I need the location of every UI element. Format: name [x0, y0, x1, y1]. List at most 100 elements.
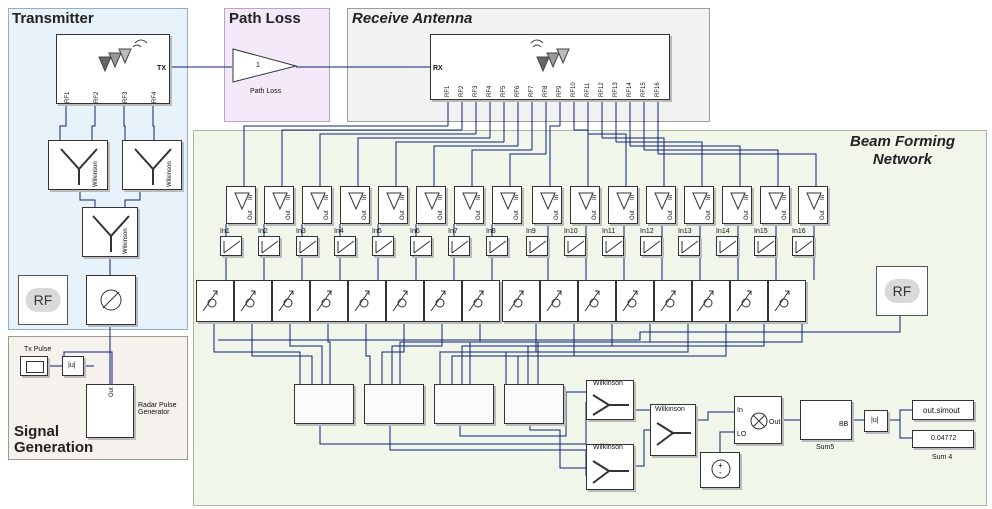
- lna-out-label: Out: [554, 210, 560, 220]
- tx-amplifier-block[interactable]: [86, 275, 136, 325]
- lna-block-5[interactable]: [378, 186, 408, 224]
- combiner-2[interactable]: [364, 384, 424, 424]
- phase-shifter-block-13[interactable]: [654, 280, 692, 322]
- phase-shifter-block-7[interactable]: [424, 280, 462, 322]
- phase-control-block-13[interactable]: [678, 236, 700, 256]
- phase-control-block-14[interactable]: [716, 236, 738, 256]
- phase-shifter-block-10[interactable]: [540, 280, 578, 322]
- combiner-4[interactable]: [504, 384, 564, 424]
- lna-in-label: In: [820, 194, 826, 200]
- wilkinson-bf-upper[interactable]: Wilkinson: [586, 380, 634, 420]
- lna-in-label: In: [706, 194, 712, 200]
- step-icon: [375, 240, 393, 254]
- wilkinson-tx-left[interactable]: Wilkinson: [48, 140, 108, 190]
- phase-control-block-6[interactable]: [410, 236, 432, 256]
- phase-shifter-block-11[interactable]: [578, 280, 616, 322]
- lna-icon: [272, 192, 288, 211]
- lna-block-4[interactable]: [340, 186, 370, 224]
- phase-shifter-block-4[interactable]: [310, 280, 348, 322]
- phase-control-block-16[interactable]: [792, 236, 814, 256]
- wilkinson-tx-right[interactable]: Wilkinson: [122, 140, 182, 190]
- phase-control-block-12[interactable]: [640, 236, 662, 256]
- lna-block-9[interactable]: [532, 186, 562, 224]
- step-icon: [643, 240, 661, 254]
- phase-control-block-11[interactable]: [602, 236, 624, 256]
- phase-shifter-block-12[interactable]: [616, 280, 654, 322]
- phase-shifter-block-5[interactable]: [348, 280, 386, 322]
- abs-label: |u|: [871, 417, 879, 424]
- lna-out-label: Out: [782, 210, 788, 220]
- lna-block-15[interactable]: [760, 186, 790, 224]
- phase-control-block-8[interactable]: [486, 236, 508, 256]
- rx-rf12-port: RF12: [599, 82, 605, 97]
- phase-control-block-1[interactable]: [220, 236, 242, 256]
- radar-pulse-generator[interactable]: Out: [86, 384, 134, 438]
- lna-block-13[interactable]: [684, 186, 714, 224]
- tx-rf4-port: RF4: [152, 91, 158, 103]
- lna-in-label: In: [476, 194, 482, 200]
- mixer-block[interactable]: In LO Out: [734, 396, 782, 444]
- phase-control-block-7[interactable]: [448, 236, 470, 256]
- path-loss-gain-block[interactable]: [232, 48, 298, 84]
- phase-control-block-2[interactable]: [258, 236, 280, 256]
- phase-shifter-block-6[interactable]: [386, 280, 424, 322]
- rx-rf14-port: RF14: [627, 82, 633, 97]
- lna-out-label: Out: [286, 210, 292, 220]
- combiner-3[interactable]: [434, 384, 494, 424]
- lna-block-8[interactable]: [492, 186, 522, 224]
- phase-control-block-5[interactable]: [372, 236, 394, 256]
- rf-config-block-bf[interactable]: RF: [876, 266, 928, 316]
- lo-source-block[interactable]: +-: [700, 452, 740, 488]
- phase-shifter-block-9[interactable]: [502, 280, 540, 322]
- in-port-label-14: In14: [716, 228, 730, 235]
- sum5-label: Sum5: [816, 444, 835, 451]
- wilkinson-bf-final[interactable]: Wilkinson: [650, 404, 696, 456]
- phase-shifter-block-14[interactable]: [692, 280, 730, 322]
- phase-shifter-block-16[interactable]: [768, 280, 806, 322]
- lna-block-2[interactable]: [264, 186, 294, 224]
- lna-block-12[interactable]: [646, 186, 676, 224]
- tx-rf2-port: RF2: [94, 91, 100, 103]
- lna-block-3[interactable]: [302, 186, 332, 224]
- path-loss-title: Path Loss: [229, 10, 301, 27]
- lna-out-label: Out: [820, 210, 826, 220]
- phase-control-block-15[interactable]: [754, 236, 776, 256]
- sum4-label: Sum 4: [932, 454, 953, 461]
- step-icon: [451, 240, 469, 254]
- svg-text:+: +: [718, 461, 723, 470]
- tx-pulse-scope[interactable]: [20, 356, 48, 376]
- phase-shifter-icon: [660, 290, 676, 312]
- combiner-1[interactable]: [294, 384, 354, 424]
- phase-shifter-icon: [354, 290, 370, 312]
- phase-shifter-block-1[interactable]: [196, 280, 234, 322]
- sum4-display[interactable]: 0.04772: [912, 430, 974, 448]
- phase-control-block-4[interactable]: [334, 236, 356, 256]
- phase-shifter-block-8[interactable]: [462, 280, 500, 322]
- phase-shifter-icon: [736, 290, 752, 312]
- sum5-block[interactable]: BB: [800, 400, 852, 440]
- lna-block-11[interactable]: [608, 186, 638, 224]
- rx-rf11-port: RF11: [585, 82, 591, 97]
- phase-shifter-block-3[interactable]: [272, 280, 310, 322]
- phase-control-block-9[interactable]: [526, 236, 548, 256]
- abs-block-bf[interactable]: |u|: [864, 410, 888, 432]
- phase-shifter-icon: [316, 290, 332, 312]
- abs-block-signal[interactable]: |u|: [62, 356, 84, 376]
- lna-block-14[interactable]: [722, 186, 752, 224]
- lna-block-10[interactable]: [570, 186, 600, 224]
- phase-shifter-block-2[interactable]: [234, 280, 272, 322]
- lna-block-16[interactable]: [798, 186, 828, 224]
- phase-control-block-3[interactable]: [296, 236, 318, 256]
- wilkinson-tx-main[interactable]: Wilkinson: [82, 207, 138, 257]
- rf-config-block[interactable]: RF: [18, 275, 68, 325]
- phase-control-block-10[interactable]: [564, 236, 586, 256]
- lna-block-6[interactable]: [416, 186, 446, 224]
- transmit-array-block[interactable]: TX RF1 RF2 RF3 RF4: [56, 34, 170, 104]
- tx-pulse-label: Tx Pulse: [24, 346, 52, 353]
- lna-block-1[interactable]: [226, 186, 256, 224]
- phase-shifter-block-15[interactable]: [730, 280, 768, 322]
- wilkinson-bf-lower[interactable]: Wilkinson: [586, 444, 634, 490]
- lna-block-7[interactable]: [454, 186, 484, 224]
- simout-block[interactable]: out.simout: [912, 400, 974, 420]
